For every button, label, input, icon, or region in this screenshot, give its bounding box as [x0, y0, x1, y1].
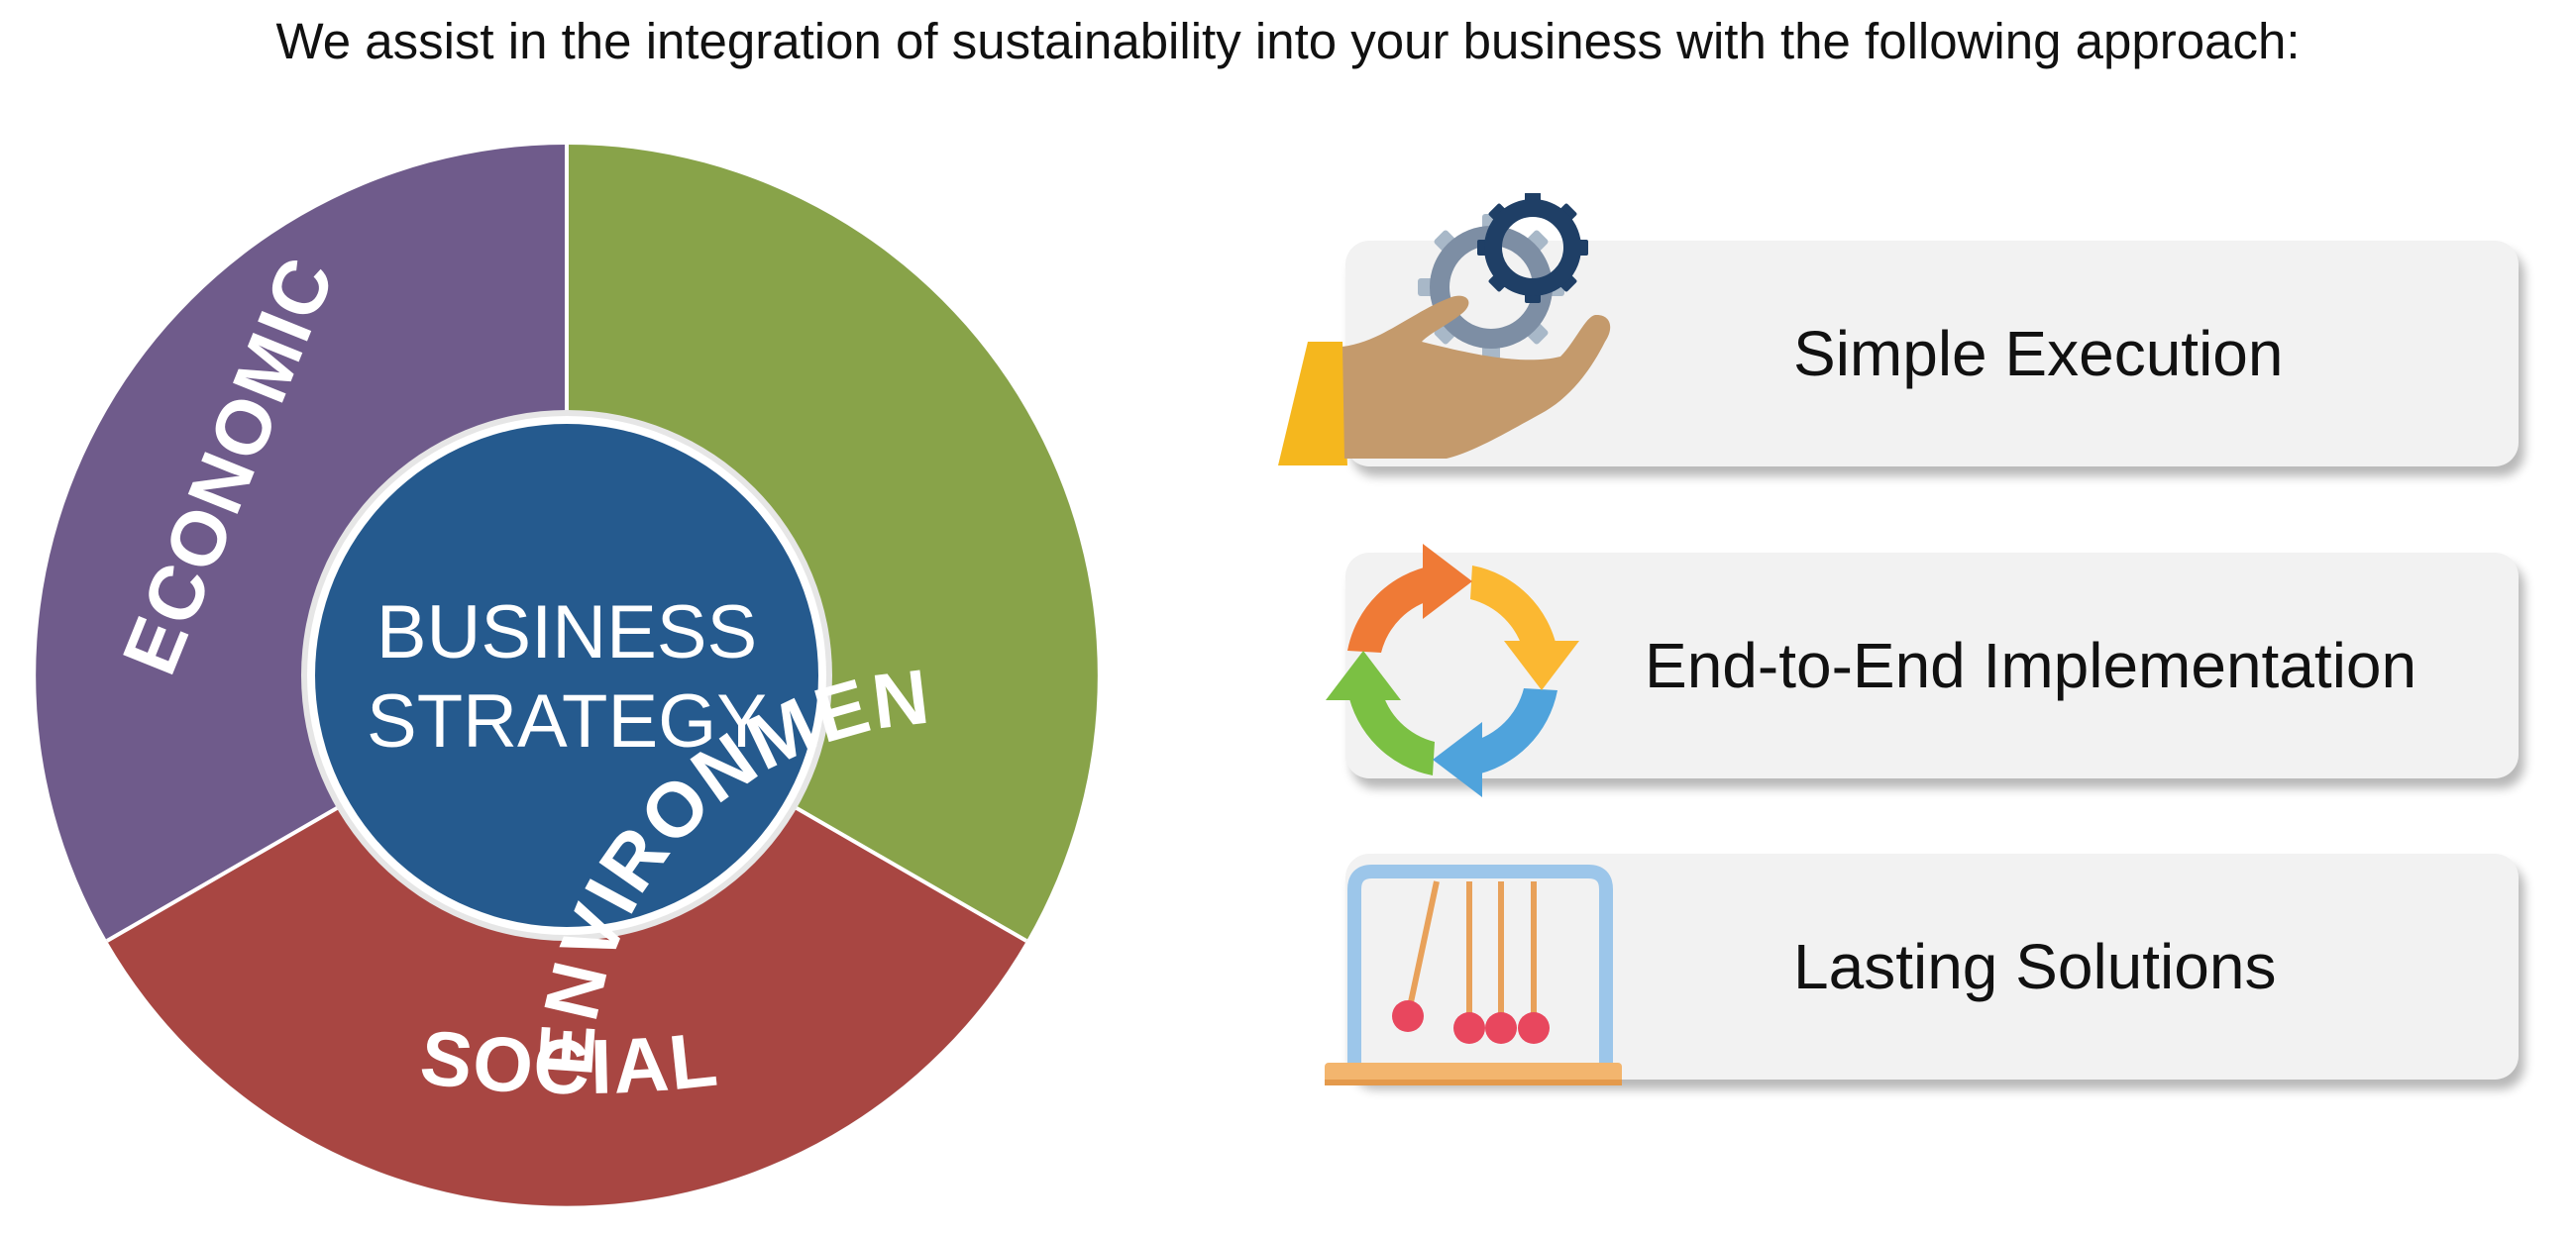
- approach-label: End-to-End Implementation: [1645, 630, 2417, 701]
- hub-label-line1: BUSINESS: [376, 590, 757, 674]
- approach-card-lasting-solutions: Lasting Solutions: [1345, 854, 2519, 1080]
- approach-label: Lasting Solutions: [1793, 931, 2277, 1002]
- label-social: SOCIAL: [416, 1013, 723, 1111]
- hub-label-line2: STRATEGY: [367, 679, 767, 764]
- approach-label: Simple Execution: [1793, 318, 2284, 389]
- sustainability-wheel: ECONOMIC ENVIRONMENTAL SOCIAL BUSINESS S…: [0, 0, 1098, 1206]
- hub-circle: [315, 424, 818, 927]
- headline: We assist in the integration of sustaina…: [275, 13, 2301, 69]
- newtons-cradle-icon: [1325, 865, 1622, 1085]
- cycle-arrows-icon: [1326, 544, 1579, 797]
- hand-with-gears-icon: [1278, 193, 1611, 465]
- approach-card-end-to-end: End-to-End Implementation: [1345, 553, 2519, 778]
